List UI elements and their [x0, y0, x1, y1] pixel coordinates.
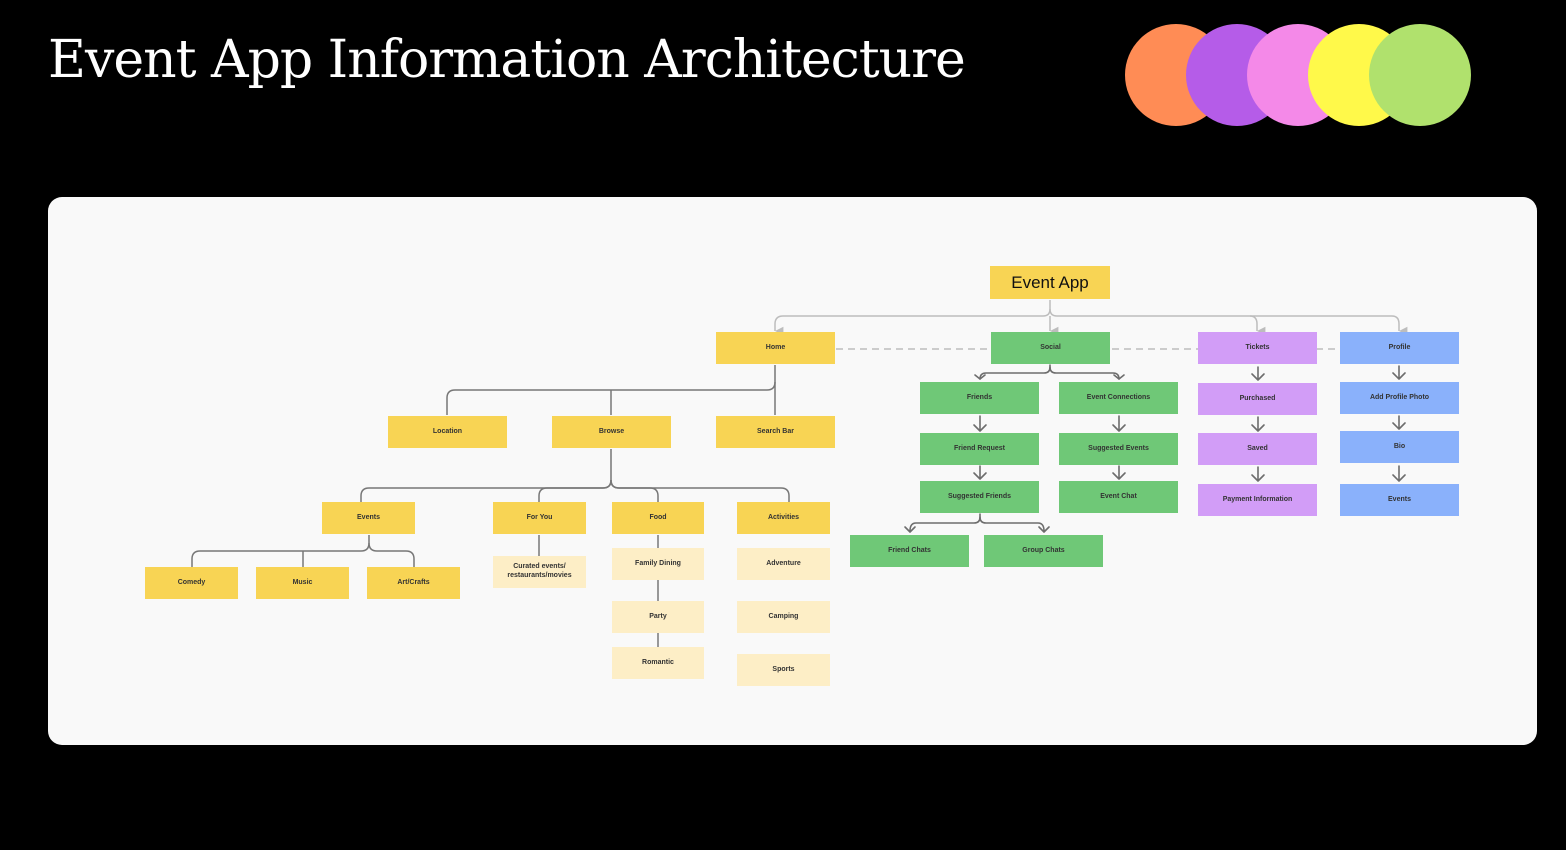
node-art-crafts: Art/Crafts [367, 567, 460, 599]
node-bio: Bio [1340, 431, 1459, 463]
diagram-canvas [48, 197, 1537, 745]
node-tickets: Tickets [1198, 332, 1317, 364]
node-purchased: Purchased [1198, 383, 1317, 415]
node-add-profile-photo: Add Profile Photo [1340, 382, 1459, 414]
node-browse: Browse [552, 416, 671, 448]
node-events-category: Events [322, 502, 415, 534]
node-search-bar: Search Bar [716, 416, 835, 448]
node-event-app: Event App [990, 266, 1110, 299]
node-romantic: Romantic [612, 647, 704, 679]
node-home: Home [716, 332, 835, 364]
node-curated: Curated events/ restaurants/movies [493, 556, 586, 588]
node-adventure: Adventure [737, 548, 830, 580]
node-friend-chats: Friend Chats [850, 535, 969, 567]
node-suggested-friends: Suggested Friends [920, 481, 1039, 513]
node-suggested-events: Suggested Events [1059, 433, 1178, 465]
node-sports: Sports [737, 654, 830, 686]
node-comedy: Comedy [145, 567, 238, 599]
node-for-you: For You [493, 502, 586, 534]
node-party: Party [612, 601, 704, 633]
node-payment-information: Payment Information [1198, 484, 1317, 516]
page-title: Event App Information Architecture [48, 30, 966, 90]
node-event-chat: Event Chat [1059, 481, 1178, 513]
node-profile-events: Events [1340, 484, 1459, 516]
node-music: Music [256, 567, 349, 599]
node-event-connections: Event Connections [1059, 382, 1178, 414]
node-profile: Profile [1340, 332, 1459, 364]
node-food: Food [612, 502, 704, 534]
node-location: Location [388, 416, 507, 448]
node-activities: Activities [737, 502, 830, 534]
node-family-dining: Family Dining [612, 548, 704, 580]
node-friend-request: Friend Request [920, 433, 1039, 465]
node-social: Social [991, 332, 1110, 364]
node-friends: Friends [920, 382, 1039, 414]
node-saved: Saved [1198, 433, 1317, 465]
node-camping: Camping [737, 601, 830, 633]
node-group-chats: Group Chats [984, 535, 1103, 567]
